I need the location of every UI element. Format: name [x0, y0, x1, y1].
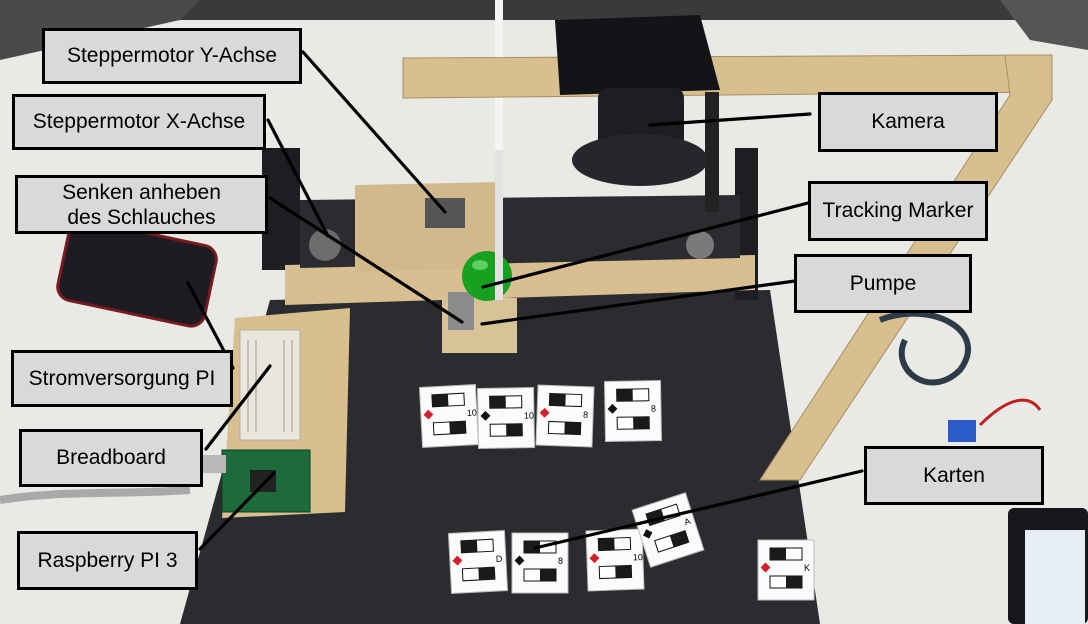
label-breadboard: Breadboard: [19, 429, 203, 487]
card-rank: 10: [633, 552, 643, 562]
cable-coil: [878, 310, 971, 386]
label-hose: Senken anheben des Schlauches: [15, 175, 268, 234]
label-tracking-marker: Tracking Marker: [808, 181, 988, 241]
label-cards: Karten: [864, 446, 1044, 505]
leader-cards: [533, 469, 864, 550]
card-suit: [514, 555, 525, 566]
label-raspberry: Raspberry PI 3: [17, 531, 198, 590]
label-camera: Kamera: [818, 92, 998, 152]
label-raspberry-text: Raspberry PI 3: [37, 548, 178, 572]
leader-breadboard: [204, 364, 272, 451]
card-bottom-4: K: [757, 539, 815, 601]
card-suit: [607, 403, 618, 414]
label-power-supply: Stromversorgung PI: [11, 350, 233, 407]
label-tracking-marker-text: Tracking Marker: [822, 199, 974, 222]
label-hose-line2: des Schlauches: [67, 205, 216, 229]
gantry-left-wall: [262, 148, 300, 270]
label-pump-text: Pumpe: [849, 271, 917, 295]
card-rank: 8: [651, 404, 656, 414]
card-rank: 10: [467, 408, 478, 419]
leader-stepper-x: [266, 118, 330, 238]
grey-cable: [0, 486, 191, 504]
servo: [948, 420, 976, 442]
webcam-base: [572, 134, 708, 186]
usb-port: [200, 455, 226, 473]
label-stepper-x: Steppermotor X-Achse: [12, 94, 266, 150]
card-bar-fill: [669, 530, 689, 548]
pulley: [686, 231, 714, 259]
card-bar-fill: [770, 548, 786, 560]
breadboard: [239, 329, 301, 441]
card-bar-fill: [786, 576, 802, 588]
card-rank: K: [804, 563, 810, 573]
card-bar-fill: [598, 538, 615, 551]
vertical-rod: [495, 150, 503, 300]
leader-pump: [480, 279, 797, 326]
floor-corner-right: [1000, 0, 1088, 50]
card-suit: [452, 555, 463, 566]
card-rank: 8: [583, 410, 588, 420]
leader-marker: [481, 201, 810, 289]
card-bar-fill: [615, 565, 632, 578]
marker-highlight: [472, 260, 488, 270]
card-bottom-0: D: [447, 530, 509, 594]
card-suit: [423, 409, 434, 420]
label-cards-text: Karten: [923, 463, 985, 487]
card-bar-fill: [478, 567, 495, 580]
card-bar-fill: [489, 396, 506, 409]
card-top-2: 8: [535, 384, 595, 448]
card-suit: [480, 410, 491, 421]
label-pump: Pumpe: [794, 254, 972, 313]
card-bar-fill: [449, 421, 466, 434]
label-hose-line1: Senken anheben: [62, 180, 221, 204]
card-bar-fill: [540, 569, 556, 581]
card-rank: 10: [524, 411, 534, 421]
leader-raspberry: [198, 471, 276, 551]
card-bottom-2: 10: [585, 528, 645, 592]
card-suit: [539, 407, 550, 418]
card-bar-fill: [616, 389, 633, 402]
card-suit: [589, 553, 600, 564]
label-camera-text: Kamera: [871, 110, 945, 133]
card-suit: [760, 562, 771, 573]
card-bar-fill: [460, 540, 478, 553]
card-suit: [643, 529, 653, 539]
card-bar-fill: [564, 421, 581, 435]
label-power-supply-text: Stromversorgung PI: [28, 366, 216, 390]
card-rank: D: [496, 554, 504, 564]
label-stepper-x-text: Steppermotor X-Achse: [32, 110, 246, 133]
card-bar-fill: [549, 393, 566, 407]
servo-wire: [978, 398, 1042, 427]
label-stepper-y: Steppermotor Y-Achse: [42, 28, 302, 84]
card-bar-fill: [431, 394, 449, 407]
label-breadboard-text: Breadboard: [56, 446, 166, 469]
card-bar-fill: [524, 541, 540, 553]
card-bar-fill: [506, 423, 523, 436]
leader-camera: [648, 112, 812, 127]
card-rank: A: [683, 516, 692, 527]
card-rank: 8: [558, 556, 563, 566]
leader-hose: [268, 196, 464, 324]
card-top-3: 8: [603, 380, 663, 442]
pump-body: [448, 292, 474, 330]
label-stepper-y-text: Steppermotor Y-Achse: [66, 44, 278, 67]
leader-stepper-y: [301, 50, 447, 214]
tablet-screen: [1025, 530, 1085, 624]
card-top-0: 10: [418, 384, 480, 448]
card-bar-fill: [633, 416, 650, 429]
tape-wrap: [555, 15, 720, 95]
card-top-1: 10: [476, 387, 536, 449]
